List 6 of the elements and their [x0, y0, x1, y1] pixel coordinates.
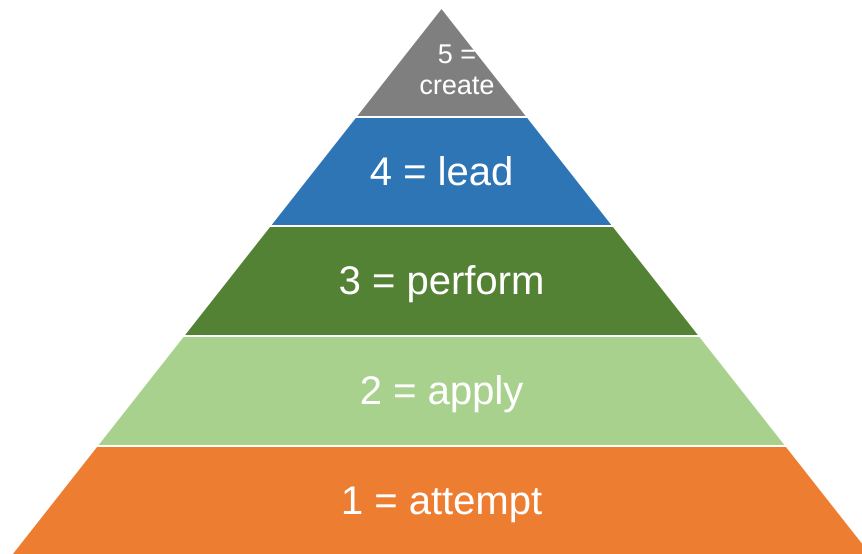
- level-label: 3 = perform: [338, 258, 544, 305]
- level-label: 2 = apply: [360, 368, 524, 415]
- level-label: 4 = lead: [370, 148, 514, 196]
- pyramid-level: [12, 447, 862, 554]
- level-label: 1 = attempt: [340, 478, 542, 524]
- level-label: 5 = create: [419, 39, 494, 102]
